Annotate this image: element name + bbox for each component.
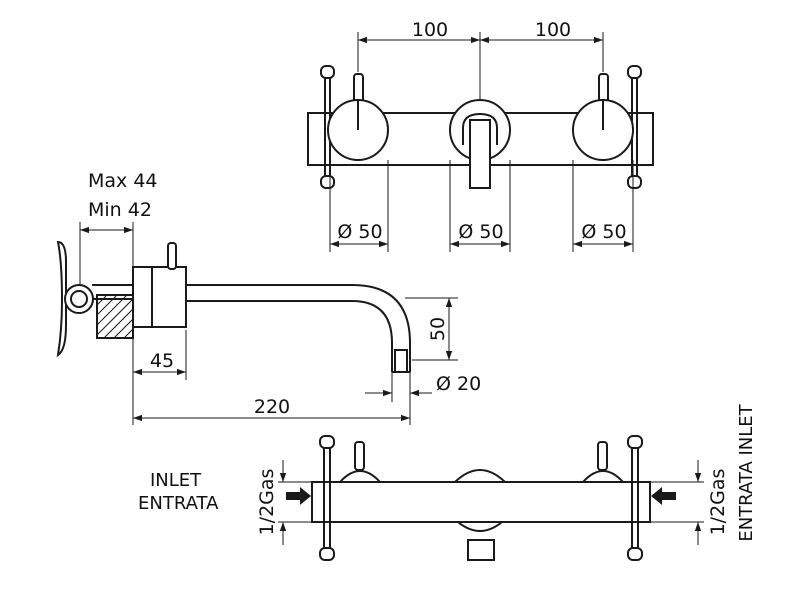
wall-section <box>96 294 134 339</box>
inlet-left-size: 1/2Gas <box>256 469 278 536</box>
side-elevation-view: Max 44 Min 42 <box>56 170 481 425</box>
dimension-spout-diameter: Ø 20 <box>436 373 481 395</box>
dimension-spacing-right: 100 <box>535 19 571 41</box>
dimension-spacing-left: 100 <box>412 19 448 41</box>
diameter-left: Ø 50 <box>337 221 382 243</box>
inlet-left-label-en: INLET <box>150 470 202 491</box>
installation-view: 1/2Gas 1/2Gas INLET ENTRATA ENTRATA INLE… <box>138 403 757 561</box>
valve-pins <box>319 435 643 561</box>
inlet-right-arrow <box>651 487 676 505</box>
spout-pipe-inner <box>186 300 393 372</box>
valve-body <box>311 481 651 523</box>
right-handle <box>572 73 634 161</box>
dimension-body-width: 45 <box>150 350 174 372</box>
diameter-right: Ø 50 <box>581 221 626 243</box>
dimension-spout-drop: 50 <box>427 317 449 341</box>
valve-handles <box>339 441 624 532</box>
inlet-left-label-it: ENTRATA <box>138 493 219 514</box>
inlet-left-arrow <box>286 487 311 505</box>
front-elevation-view: 100 100 <box>307 19 654 252</box>
diameter-center: Ø 50 <box>458 221 503 243</box>
spout-pipe-outer <box>186 284 411 372</box>
inlet-right-size: 1/2Gas <box>707 469 729 536</box>
inlet-right-label: ENTRATA INLET <box>736 403 757 541</box>
dimension-max: Max 44 <box>88 170 158 192</box>
side-lever <box>167 242 177 270</box>
mixer-body <box>132 266 187 328</box>
left-handle <box>327 73 389 161</box>
spout-outlet <box>467 539 495 561</box>
side-handle <box>56 240 133 358</box>
center-spout <box>449 99 511 189</box>
dimension-projection: 220 <box>254 396 290 418</box>
dimension-min: Min 42 <box>88 199 152 221</box>
